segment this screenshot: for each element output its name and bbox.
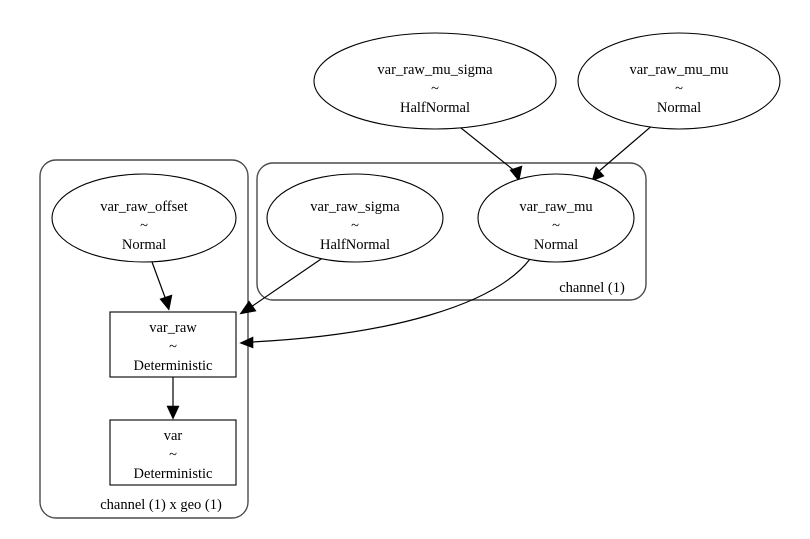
node-var-raw-mu-sigma-ellipse[interactable]: [313, 32, 557, 130]
node-var-raw-mu-mu[interactable]: var_raw_mu_mu ~ Normal: [577, 32, 781, 130]
node-var-distribution: Deterministic: [134, 466, 213, 482]
node-var-raw-sigma-distribution: HalfNormal: [320, 237, 390, 253]
edge-var-raw-mu-to-var-raw: [239, 258, 531, 349]
edge-var-raw-mu-mu-to-var-raw-mu: [591, 123, 655, 182]
node-var-raw-mu-tilde: ~: [552, 218, 560, 234]
node-var-raw-tilde: ~: [169, 339, 177, 355]
node-var-raw-mu-mu-ellipse[interactable]: [577, 32, 781, 130]
node-var-raw-mu-mu-name: var_raw_mu_mu: [629, 62, 728, 78]
node-var-raw-sigma[interactable]: var_raw_sigma ~ HalfNormal: [266, 173, 444, 263]
node-var-raw-distribution: Deterministic: [134, 358, 213, 374]
node-var[interactable]: var ~ Deterministic: [109, 419, 237, 486]
edge-var-raw-sigma-to-var-raw: [239, 256, 325, 315]
node-var-raw-mu-sigma[interactable]: var_raw_mu_sigma ~ HalfNormal: [313, 32, 557, 130]
node-var-raw-mu-ellipse[interactable]: [477, 173, 635, 263]
node-var-raw-offset-name: var_raw_offset: [100, 199, 188, 215]
edge-layer: [151, 123, 655, 420]
node-var-raw-name: var_raw: [149, 320, 197, 336]
node-var-raw-mu-sigma-distribution: HalfNormal: [400, 100, 470, 116]
node-var-raw[interactable]: var_raw ~ Deterministic: [109, 311, 237, 378]
node-var-name: var: [164, 428, 183, 444]
plate-channel: channel (1): [256, 162, 647, 301]
node-var-raw-mu-sigma-name: var_raw_mu_sigma: [377, 62, 493, 78]
node-var-raw-offset-ellipse[interactable]: [51, 173, 237, 263]
node-var-raw-mu-mu-tilde: ~: [675, 81, 683, 97]
node-var-raw-offset-tilde: ~: [140, 218, 148, 234]
node-var-raw-offset-distribution: Normal: [122, 237, 166, 253]
node-var-box[interactable]: [109, 419, 237, 486]
node-var-raw-sigma-name: var_raw_sigma: [310, 199, 400, 215]
edge-var-raw-offset-to-var-raw: [151, 261, 173, 311]
node-var-raw-sigma-ellipse[interactable]: [266, 173, 444, 263]
node-var-raw-offset[interactable]: var_raw_offset ~ Normal: [51, 173, 237, 263]
edge-var-raw-to-var: [166, 377, 180, 420]
node-var-raw-mu-mu-distribution: Normal: [657, 100, 701, 116]
node-var-raw-box[interactable]: [109, 311, 237, 378]
plate-channel-border: [256, 162, 647, 301]
edge-var-raw-mu-sigma-to-var-raw-mu: [455, 123, 523, 182]
node-var-tilde: ~: [169, 447, 177, 463]
node-var-raw-sigma-tilde: ~: [351, 218, 359, 234]
node-var-raw-mu-sigma-tilde: ~: [431, 81, 439, 97]
node-var-raw-mu-name: var_raw_mu: [519, 199, 592, 215]
node-var-raw-mu[interactable]: var_raw_mu ~ Normal: [477, 173, 635, 263]
plate-channel-geo-label: channel (1) x geo (1): [100, 497, 222, 513]
plate-channel-label: channel (1): [559, 280, 625, 296]
node-var-raw-mu-distribution: Normal: [534, 237, 578, 253]
